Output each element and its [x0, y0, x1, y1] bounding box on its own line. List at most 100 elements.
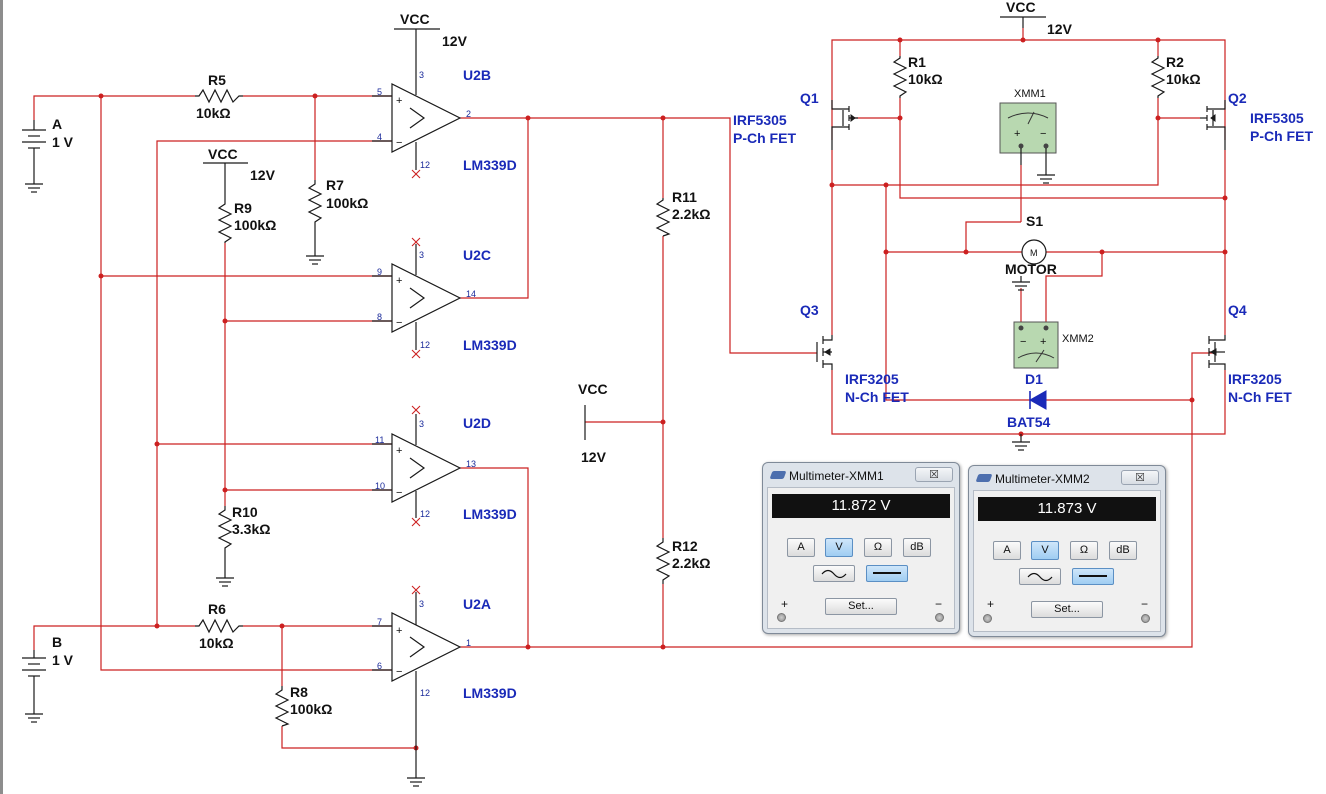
- mosfet-ref: Q2: [1228, 90, 1247, 106]
- dc-mode-button[interactable]: [866, 565, 908, 582]
- positive-terminal-label: +: [987, 597, 995, 611]
- resistor-r5[interactable]: R5 10kΩ: [195, 72, 243, 121]
- resistor-r1[interactable]: R1 10kΩ: [892, 54, 943, 98]
- resistor-value: 10kΩ: [908, 71, 943, 87]
- vcc-r9[interactable]: VCC 12V: [203, 146, 276, 200]
- positive-terminal[interactable]: [777, 613, 786, 622]
- svg-text:12: 12: [420, 160, 430, 170]
- decibel-mode-button[interactable]: dB: [903, 538, 931, 557]
- comparator-ref: U2A: [463, 596, 491, 612]
- resistor-r9[interactable]: R9 100kΩ: [217, 200, 276, 243]
- vcc-label: VCC: [1006, 0, 1036, 15]
- resistor-ref: R6: [208, 601, 226, 617]
- dc-mode-button[interactable]: [1072, 568, 1114, 585]
- comparator-u2b[interactable]: + − 5 4 2 3 12 U2B LM339D: [372, 67, 517, 179]
- multimeter-xmm2-window[interactable]: Multimeter-XMM2 ☒ 11.873 V A V Ω dB + − …: [968, 465, 1166, 637]
- svg-text:9: 9: [377, 267, 382, 277]
- diode-ref: D1: [1025, 371, 1043, 387]
- comparator-ref: U2D: [463, 415, 491, 431]
- svg-text:1: 1: [466, 638, 471, 648]
- ohmmeter-mode-button[interactable]: Ω: [864, 538, 892, 557]
- ohmmeter-mode-button[interactable]: Ω: [1070, 541, 1098, 560]
- ac-mode-button[interactable]: [813, 565, 855, 582]
- negative-terminal[interactable]: [935, 613, 944, 622]
- resistor-r12[interactable]: R12 2.2kΩ: [655, 538, 710, 584]
- svg-text:8: 8: [377, 312, 382, 322]
- multimeter-xmm1-window[interactable]: Multimeter-XMM1 ☒ 11.872 V A V Ω dB + − …: [762, 462, 960, 634]
- resistor-r10[interactable]: R10 3.3kΩ: [215, 504, 270, 587]
- resistor-value: 100kΩ: [290, 701, 332, 717]
- comparator-u2a[interactable]: + − 7 6 1 3 12 U2A LM339D: [372, 585, 517, 787]
- source-a-label: A: [52, 116, 62, 132]
- comparator-u2c[interactable]: + − 9 8 14 3 12 U2C LM339D: [372, 237, 517, 359]
- voltmeter-mode-button[interactable]: V: [825, 538, 853, 557]
- resistor-value: 10kΩ: [196, 105, 231, 121]
- mosfet-q3[interactable]: Q3 IRF3205 N-Ch FET: [800, 302, 909, 405]
- ammeter-mode-button[interactable]: A: [993, 541, 1021, 560]
- multimeter-icon: [769, 471, 787, 479]
- resistor-r11[interactable]: R11 2.2kΩ: [655, 189, 710, 237]
- ac-mode-button[interactable]: [1019, 568, 1061, 585]
- negative-terminal-label: −: [935, 597, 943, 611]
- resistor-ref: R2: [1166, 54, 1184, 70]
- svg-text:−: −: [1020, 336, 1026, 348]
- resistor-value: 100kΩ: [234, 217, 276, 233]
- resistor-r6[interactable]: R6 10kΩ: [195, 601, 243, 651]
- comparator-part: LM339D: [463, 685, 517, 701]
- switch-ref: S1: [1026, 213, 1043, 229]
- mosfet-ref: Q1: [800, 90, 819, 106]
- vcc-h-bridge[interactable]: VCC 12V: [1000, 0, 1073, 37]
- svg-text:3: 3: [419, 599, 424, 609]
- resistor-ref: R7: [326, 177, 344, 193]
- decibel-mode-button[interactable]: dB: [1109, 541, 1137, 560]
- mosfet-q4[interactable]: Q4 IRF3205 N-Ch FET: [1208, 302, 1292, 405]
- mosfet-part: IRF5305: [733, 112, 787, 128]
- comparator-ref: U2B: [463, 67, 491, 83]
- source-b[interactable]: B 1 V: [22, 634, 74, 723]
- comparator-part: LM339D: [463, 337, 517, 353]
- positive-terminal[interactable]: [983, 614, 992, 623]
- vcc-top-left[interactable]: VCC 12V: [394, 11, 468, 82]
- svg-text:14: 14: [466, 289, 476, 299]
- comparator-part: LM339D: [463, 506, 517, 522]
- resistor-r7[interactable]: R7 100kΩ: [305, 177, 368, 265]
- svg-text:+: +: [1040, 336, 1046, 348]
- svg-text:+: +: [396, 275, 402, 287]
- vcc-middle[interactable]: VCC 12V: [578, 381, 608, 465]
- negative-terminal[interactable]: [1141, 614, 1150, 623]
- switch-s1[interactable]: S1: [1026, 213, 1043, 229]
- svg-text:−: −: [1040, 128, 1046, 140]
- settings-button[interactable]: Set...: [1031, 601, 1103, 618]
- mosfet-q1[interactable]: Q1 IRF5305 P-Ch FET: [733, 90, 858, 150]
- dc-line-icon: [873, 572, 901, 574]
- ammeter-mode-button[interactable]: A: [787, 538, 815, 557]
- resistor-value: 2.2kΩ: [672, 555, 710, 571]
- resistor-ref: R1: [908, 54, 926, 70]
- window-title: Multimeter-XMM2: [995, 472, 1090, 486]
- svg-text:−: −: [396, 487, 402, 499]
- svg-text:2: 2: [466, 109, 471, 119]
- resistor-ref: R11: [672, 189, 697, 205]
- meter-xmm2-symbol[interactable]: − + XMM2: [1013, 321, 1094, 369]
- resistor-r8[interactable]: R8 100kΩ: [274, 684, 332, 727]
- settings-button[interactable]: Set...: [825, 598, 897, 615]
- svg-text:−: −: [396, 317, 402, 329]
- comparator-ref: U2C: [463, 247, 491, 263]
- meter-xmm1-symbol[interactable]: + − XMM1: [999, 88, 1057, 184]
- voltmeter-mode-button[interactable]: V: [1031, 541, 1059, 560]
- svg-text:4: 4: [377, 132, 382, 142]
- mosfet-q2[interactable]: Q2 IRF5305 P-Ch FET: [1200, 90, 1313, 150]
- left-window-border: [0, 0, 3, 794]
- svg-text:11: 11: [375, 435, 384, 445]
- resistor-r2[interactable]: R2 10kΩ: [1150, 54, 1201, 98]
- svg-text:3: 3: [419, 250, 424, 260]
- comparator-u2d[interactable]: + − 11 10 13 3 12 U2D LM339D: [372, 405, 517, 527]
- source-a[interactable]: A 1 V: [22, 116, 74, 193]
- svg-text:10: 10: [375, 481, 385, 491]
- close-icon[interactable]: ☒: [1121, 470, 1159, 485]
- close-icon[interactable]: ☒: [915, 467, 953, 482]
- resistor-ref: R5: [208, 72, 226, 88]
- motor[interactable]: M MOTOR: [1005, 239, 1057, 291]
- diode-d1[interactable]: D1 BAT54: [1007, 371, 1051, 430]
